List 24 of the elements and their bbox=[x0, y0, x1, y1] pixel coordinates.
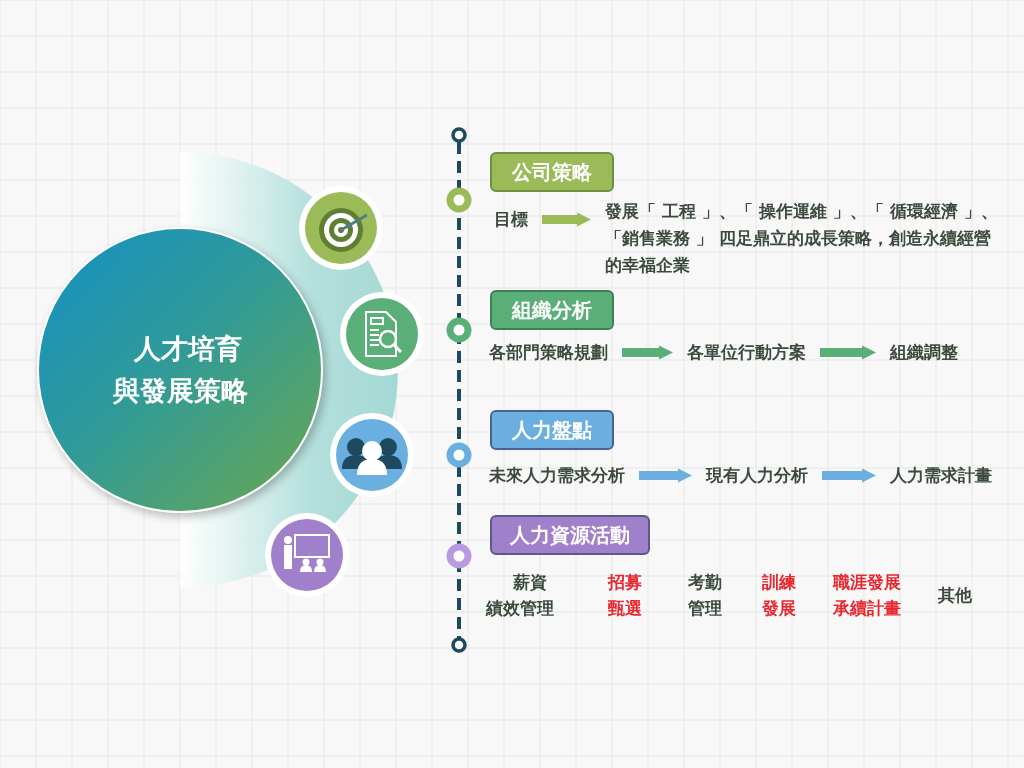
step-text: 各部門策略規劃 bbox=[489, 339, 608, 367]
arrow bbox=[639, 468, 692, 483]
step-text: 各單位行動方案 bbox=[687, 339, 806, 367]
arrow bbox=[542, 212, 591, 227]
section-header: 公司策略 bbox=[490, 152, 614, 192]
activity-label: 其他 bbox=[937, 583, 973, 607]
step-text: 現有人力分析 bbox=[706, 462, 808, 490]
step-text: 目標 bbox=[494, 206, 528, 234]
arrow bbox=[822, 468, 876, 483]
center-title: 人才培育與發展策略 bbox=[111, 332, 249, 408]
activity-label: 職涯發展承續計畫 bbox=[831, 570, 902, 620]
activity-label: 薪資績效管理 bbox=[485, 570, 555, 620]
step-text: 人力需求計畫 bbox=[890, 462, 992, 490]
activity-label: 招募甄選 bbox=[606, 570, 643, 620]
arrow bbox=[820, 345, 876, 360]
section-header: 人力盤點 bbox=[490, 410, 614, 450]
step-text: 組織調整 bbox=[890, 339, 958, 367]
activity-label: 訓練發展 bbox=[761, 570, 797, 620]
arrow bbox=[622, 345, 673, 360]
section-header: 人力資源活動 bbox=[490, 515, 650, 555]
activity-label: 考勤管理 bbox=[687, 570, 723, 620]
section-header: 組織分析 bbox=[490, 290, 614, 330]
step-text: 發展「 工程 」、「 操作運維 」、「 循環經濟 」、「銷售業務 」 四足鼎立的成長策略，創造永續經營的幸福企業 bbox=[605, 198, 1005, 280]
step-text: 未來人力需求分析 bbox=[489, 462, 625, 490]
